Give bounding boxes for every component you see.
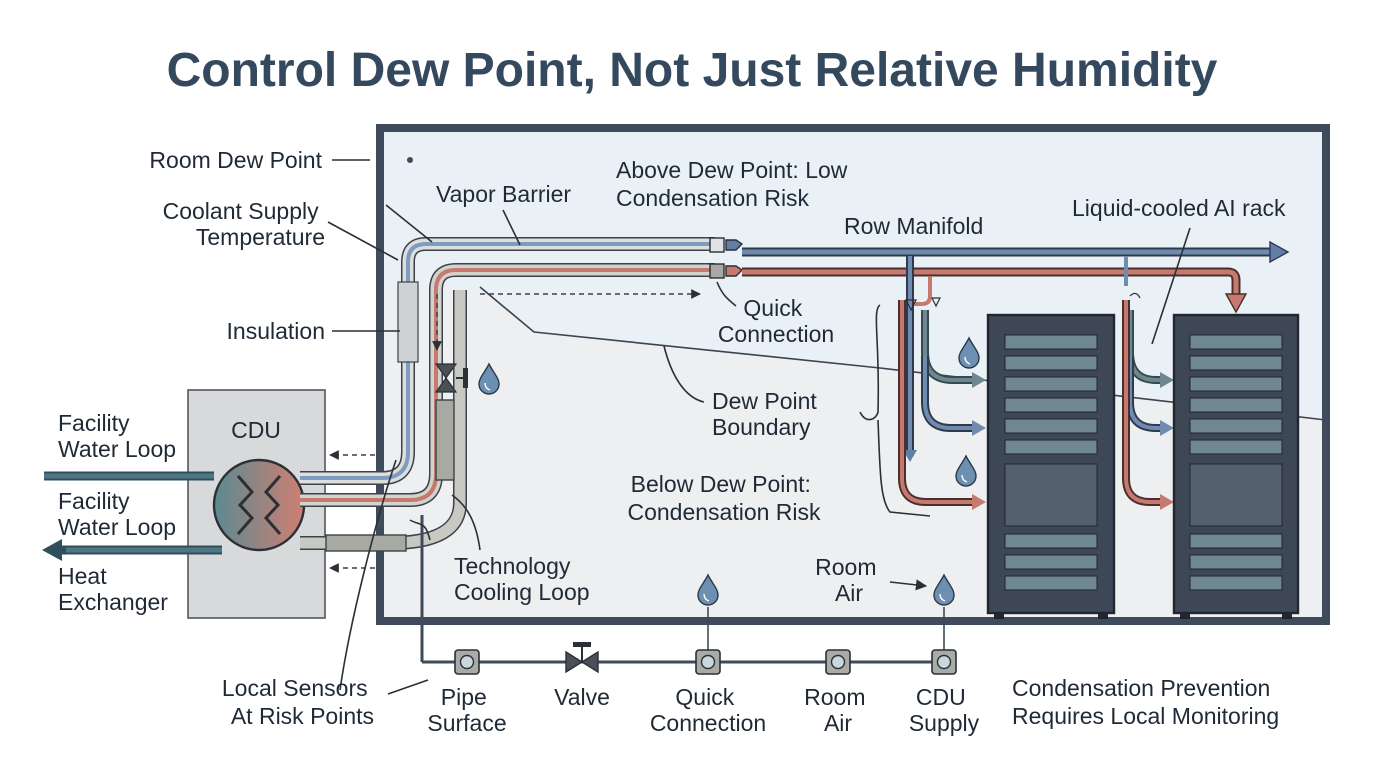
page-title: Control Dew Point, Not Just Relative Hum… <box>167 44 1218 97</box>
labels: Room Dew Point Coolant Supply Temperatur… <box>58 147 1286 736</box>
facility-water-pipes <box>42 471 222 561</box>
footer-note: Condensation Prevention Requires Local M… <box>1012 675 1279 729</box>
quick-connection-label: Quick Connection <box>718 295 834 347</box>
ai-rack-2 <box>1172 313 1300 619</box>
dew-point-boundary-label: Dew Point Boundary <box>712 388 823 440</box>
rack2-coolant-drops <box>1122 256 1174 510</box>
quick-connector-supply <box>709 237 744 253</box>
return-pipe-insulated <box>300 263 715 507</box>
below-dew-point-label: Below Dew Point: Condensation Risk <box>627 471 821 525</box>
sensor-bus <box>420 515 957 675</box>
rack1-servers <box>1004 334 1098 591</box>
technology-loop-label: Technology Cooling Loop <box>454 553 590 605</box>
row-manifold-label: Row Manifold <box>844 213 983 239</box>
above-dew-point-label: Above Dew Point: Low Condensation Risk <box>616 157 854 211</box>
heat-exchanger <box>212 458 306 552</box>
sensor-pipe-surface-icon <box>454 649 480 675</box>
coolant-supply-label: Coolant Supply Temperature <box>163 198 325 250</box>
sensor-label-quick-connection: Quick Connection <box>650 684 766 736</box>
ai-rack-1 <box>986 313 1116 619</box>
row-manifold-return <box>742 267 1248 314</box>
sensor-cdu-supply-icon <box>931 649 957 675</box>
sensor-label-room-air: Room Air <box>804 684 872 736</box>
heat-exchanger-label: Heat Exchanger <box>58 563 168 615</box>
rack1-coolant-drops <box>898 256 986 510</box>
cdu-label: CDU <box>231 417 281 443</box>
room-dew-point-label: Room Dew Point <box>149 147 322 173</box>
rack-label: Liquid-cooled AI rack <box>1072 195 1286 221</box>
facility-water-loop-out-label: Facility Water Loop <box>58 488 176 540</box>
facility-water-loop-in-label: Facility Water Loop <box>58 410 176 462</box>
rack2-servers <box>1189 334 1283 591</box>
vapor-barrier-label: Vapor Barrier <box>436 181 571 207</box>
room-air-label: Room Air <box>815 554 883 606</box>
lower-return-pipe <box>300 281 467 552</box>
sensor-valve-icon <box>565 642 599 674</box>
flow-indicators <box>329 289 701 573</box>
sensor-room-air-icon <box>825 649 851 675</box>
local-sensors-label: Local Sensors At Risk Points <box>222 675 374 729</box>
room-frame <box>376 124 1330 625</box>
sensor-label-pipe-surface: Pipe Surface <box>427 684 506 736</box>
sensor-label-cdu-supply: CDU Supply <box>909 684 980 736</box>
insulation-label: Insulation <box>227 318 325 344</box>
inline-valve <box>434 363 468 393</box>
quick-connector-return <box>709 263 744 279</box>
sensor-quick-connection-icon <box>695 649 721 675</box>
sensor-label-valve: Valve <box>554 684 610 710</box>
leader-lines <box>327 159 1191 695</box>
row-manifold-supply <box>742 240 1290 264</box>
